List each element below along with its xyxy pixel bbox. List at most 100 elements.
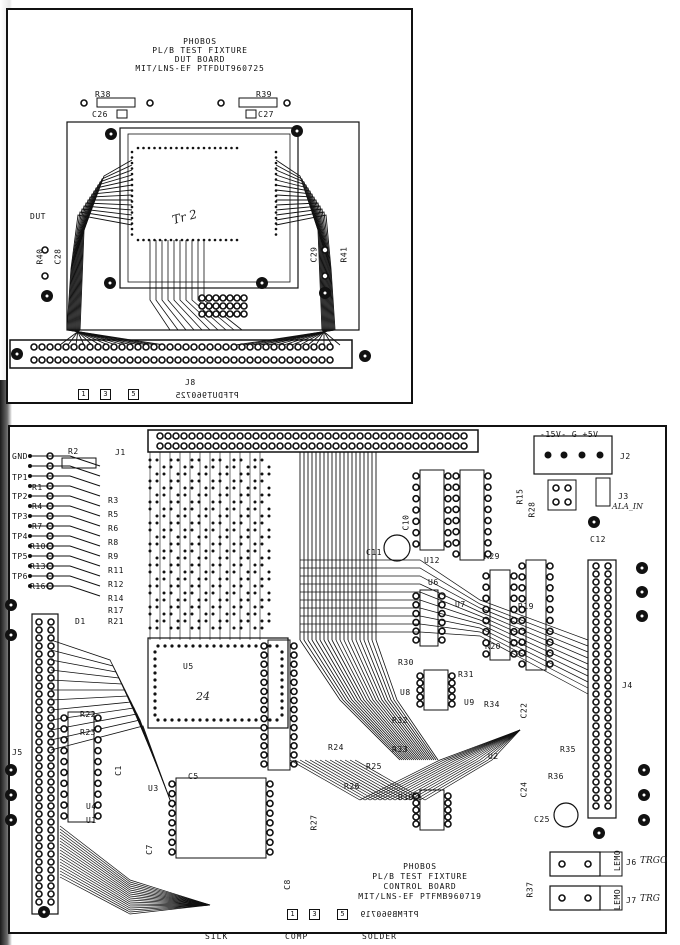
- pad: [274, 150, 278, 154]
- via-pad: [604, 666, 612, 674]
- via-pad: [240, 294, 248, 302]
- lemo-j6-note: TRGO: [640, 856, 668, 866]
- via-pad: [47, 642, 55, 650]
- layer-name-silk: SILK: [205, 932, 229, 941]
- pad: [130, 156, 134, 159]
- pad: [232, 612, 236, 616]
- via-pad: [266, 789, 274, 798]
- ctrl-layer-box-1: 1: [287, 909, 298, 920]
- via-pad: [412, 806, 420, 814]
- via-pad: [150, 356, 158, 364]
- outline: [489, 569, 511, 661]
- via-pad: [412, 636, 420, 644]
- via-pad: [592, 690, 600, 698]
- via-pad: [246, 356, 254, 364]
- pad: [235, 238, 239, 242]
- pad: [246, 514, 250, 518]
- via-pad: [102, 356, 110, 364]
- ctrl-label-r17: R17: [108, 606, 124, 615]
- via-pad: [584, 894, 592, 902]
- pad: [232, 486, 236, 490]
- via-pad: [484, 550, 492, 558]
- via-pad: [412, 592, 420, 600]
- pad: [176, 472, 180, 476]
- pad: [130, 150, 134, 154]
- pad: [246, 465, 250, 469]
- pad: [260, 458, 264, 462]
- pad: [162, 577, 166, 581]
- trace: [30, 495, 101, 507]
- via-pad: [484, 527, 492, 536]
- via-pad: [205, 310, 213, 318]
- via-pad: [546, 594, 554, 603]
- via-pad: [102, 343, 110, 351]
- via-pad: [564, 498, 572, 506]
- pad: [246, 507, 250, 511]
- via-pad: [292, 442, 300, 450]
- via-pad: [326, 343, 334, 351]
- via-pad: [592, 658, 600, 666]
- pad: [176, 514, 180, 518]
- trace: [371, 639, 437, 761]
- via-pad: [38, 356, 46, 364]
- trace: [354, 729, 521, 801]
- dut-side-label: DUT: [30, 212, 46, 221]
- dut-label-r38: R38: [95, 90, 111, 99]
- via-pad: [47, 674, 55, 682]
- trace: [59, 861, 211, 906]
- ctrl-label-u8: U8: [400, 688, 411, 697]
- pad: [274, 156, 278, 159]
- outline: [245, 109, 257, 119]
- pad: [204, 472, 208, 476]
- pad: [162, 486, 166, 490]
- pad: [280, 685, 284, 689]
- mounting-hole-center: [109, 132, 113, 136]
- via-pad: [240, 302, 248, 310]
- outline: [67, 711, 95, 823]
- trace: [59, 855, 211, 906]
- pad: [232, 549, 236, 553]
- via-pad: [217, 99, 225, 107]
- pad: [162, 591, 166, 595]
- via-pad: [604, 762, 612, 770]
- pad: [177, 644, 181, 648]
- pad: [225, 472, 229, 476]
- via-pad: [592, 746, 600, 754]
- pad: [190, 549, 194, 553]
- via-pad: [252, 442, 260, 450]
- trace: [304, 729, 521, 801]
- pad: [208, 238, 211, 242]
- trace: [59, 843, 211, 906]
- via-pad: [35, 762, 43, 770]
- via-pad: [290, 751, 298, 759]
- via-pad: [592, 802, 600, 810]
- trace: [300, 591, 589, 665]
- via-pad: [47, 818, 55, 826]
- pad: [162, 619, 166, 623]
- via-pad: [35, 802, 43, 810]
- pad: [191, 644, 195, 648]
- pad: [211, 528, 215, 532]
- pad: [202, 146, 206, 150]
- via-pad: [604, 698, 612, 706]
- pad: [274, 233, 278, 236]
- via-pad: [484, 483, 492, 491]
- via-pad: [290, 714, 298, 723]
- ctrl-label-r2: R2: [68, 447, 79, 456]
- pad: [275, 718, 279, 722]
- pad: [240, 718, 244, 722]
- via-pad: [238, 343, 246, 351]
- pad: [253, 479, 257, 483]
- via-pad: [318, 343, 326, 351]
- outline: [525, 559, 547, 671]
- via-pad: [604, 634, 612, 642]
- ctrl-label-r20: R20: [485, 642, 501, 651]
- pad: [225, 528, 229, 532]
- pad: [177, 718, 181, 722]
- via-pad: [592, 762, 600, 770]
- via-pad: [47, 626, 55, 634]
- pad: [204, 528, 208, 532]
- via-pad: [190, 356, 198, 364]
- via-pad: [47, 858, 55, 866]
- via-pad: [260, 742, 268, 750]
